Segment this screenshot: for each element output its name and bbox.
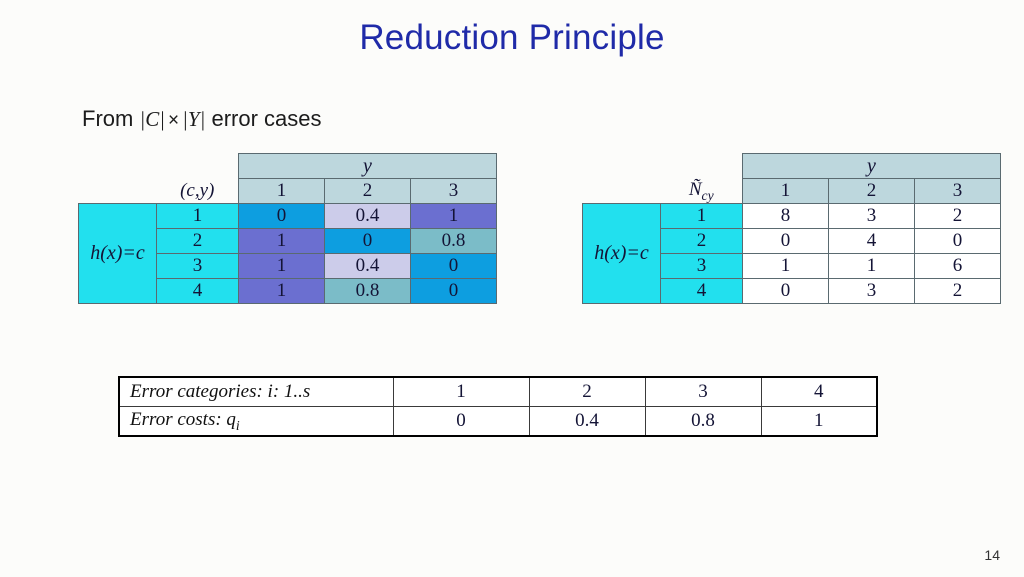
count-matrix-row-group-label: h(x)=c <box>582 203 661 305</box>
subtitle-line: From |C|×|Y| error cases <box>82 106 322 132</box>
spacer-cell <box>157 154 239 179</box>
legend-row1-label: Error categories: i: 1..s <box>118 376 394 407</box>
spacer-cell <box>79 154 157 179</box>
cost-matrix-table: y (c,y) 1 2 3 h(x)=c 1 0 0.4 1 2 1 0 0.8… <box>78 153 497 304</box>
legend-cost-3: 0.8 <box>644 406 762 437</box>
count-cell-r2c1: 0 <box>742 228 829 255</box>
cost-matrix-row-header-4: 4 <box>156 278 239 304</box>
page-number: 14 <box>984 547 1000 563</box>
table-row: h(x)=c 1 8 3 2 <box>582 203 1001 305</box>
count-matrix-row-header-2: 2 <box>660 228 743 255</box>
cost-cell-r4c2: 0.8 <box>324 278 411 304</box>
count-matrix-col-header-1: 1 <box>742 177 829 205</box>
table-row: 4 0 3 2 <box>583 278 1001 305</box>
count-matrix-column-group-label: y <box>742 153 1001 179</box>
cost-cell-r4c3: 0 <box>410 278 497 304</box>
subtitle-suffix: error cases <box>211 106 322 131</box>
spacer-cell <box>583 154 661 179</box>
table-row-group-header: y <box>79 153 497 179</box>
count-matrix-table: y Ñcy 1 2 3 h(x)=c 1 8 3 2 2 0 4 0 3 1 … <box>582 153 1001 305</box>
count-matrix-row-header-3: 3 <box>660 253 743 280</box>
cost-cell-r3c3: 0 <box>410 253 497 279</box>
subtitle-prefix: From <box>82 106 134 131</box>
spacer-cell <box>79 179 157 204</box>
cost-matrix-col-header-2: 2 <box>324 178 411 204</box>
cost-matrix-row-header-1: 1 <box>156 203 239 229</box>
count-matrix-col-header-2: 2 <box>828 177 915 205</box>
table-row: 2 0 4 0 <box>583 228 1001 255</box>
n-tilde-symbol: Ñ <box>689 179 702 201</box>
table-row-column-headers: (c,y) 1 2 3 <box>79 178 497 204</box>
legend-row-categories: Error categories: i: 1..s 1 2 3 4 <box>118 376 878 407</box>
subtitle-term-right: |Y| <box>182 107 206 131</box>
legend-category-3: 3 <box>644 376 762 407</box>
subtitle-operator: × <box>168 110 180 131</box>
cost-matrix-corner-label: (c,y) <box>180 179 215 201</box>
table-row: 4 1 0.8 0 <box>79 278 497 304</box>
legend-cost-2: 0.4 <box>528 406 646 437</box>
count-matrix-row-header-4: 4 <box>660 278 743 305</box>
count-cell-r3c3: 6 <box>914 253 1001 280</box>
table-row: 3 1 1 6 <box>583 253 1001 280</box>
error-cost-legend-table: Error categories: i: 1..s 1 2 3 4 Error … <box>118 376 878 437</box>
subtitle-term-left: |C| <box>139 107 166 131</box>
legend-row2-label-text: Error costs <box>130 408 216 430</box>
count-matrix-row-header-1: 1 <box>660 203 743 230</box>
cost-cell-r2c2: 0 <box>324 228 411 254</box>
cost-matrix-row-header-2: 2 <box>156 228 239 254</box>
legend-row-costs: Error costs: qi 0 0.4 0.8 1 <box>118 406 878 437</box>
count-cell-r3c2: 1 <box>828 253 915 280</box>
count-matrix-corner-subscript: cy <box>701 187 714 203</box>
table-row-column-headers: Ñcy 1 2 3 <box>583 177 1001 205</box>
cost-cell-r1c3: 1 <box>410 203 497 229</box>
legend-row2-label-suffix: : q <box>215 408 236 430</box>
count-matrix-corner-label: Ñcy <box>661 179 743 204</box>
count-cell-r4c2: 3 <box>828 278 915 305</box>
cost-matrix-column-group-label: y <box>238 153 497 179</box>
count-cell-r4c3: 2 <box>914 278 1001 305</box>
count-cell-r3c1: 1 <box>742 253 829 280</box>
spacer-cell <box>661 154 743 179</box>
count-cell-r1c3: 2 <box>914 203 1001 230</box>
cost-cell-r3c1: 1 <box>238 253 325 279</box>
table-row: h(x)=c 1 0 0.4 1 <box>78 203 497 304</box>
table-row-group-header: y <box>583 153 1001 179</box>
legend-row2-label: Error costs: qi <box>118 406 394 437</box>
legend-row1-label-suffix: : i: 1..s <box>256 381 311 402</box>
legend-category-4: 4 <box>760 376 878 407</box>
cost-matrix-row-header-3: 3 <box>156 253 239 279</box>
legend-row2-label-subscript: i <box>235 417 240 433</box>
count-cell-r2c3: 0 <box>914 228 1001 255</box>
legend-cost-4: 1 <box>760 406 878 437</box>
cost-matrix-col-header-1: 1 <box>238 178 325 204</box>
legend-category-2: 2 <box>528 376 646 407</box>
legend-cost-1: 0 <box>392 406 530 437</box>
count-matrix-col-header-3: 3 <box>914 177 1001 205</box>
cost-cell-r1c1: 0 <box>238 203 325 229</box>
cost-matrix-col-header-3: 3 <box>410 178 497 204</box>
legend-row1-label-text: Error categories <box>130 381 257 402</box>
count-matrix-corner-base: N <box>688 178 702 200</box>
count-cell-r2c2: 4 <box>828 228 915 255</box>
table-row: 2 1 0 0.8 <box>79 228 497 254</box>
cost-matrix-row-group-label: h(x)=c <box>78 203 157 304</box>
spacer-cell <box>583 179 661 204</box>
count-cell-r1c1: 8 <box>742 203 829 230</box>
cost-cell-r2c3: 0.8 <box>410 228 497 254</box>
legend-category-1: 1 <box>392 376 530 407</box>
page-title: Reduction Principle <box>359 18 665 57</box>
cost-cell-r2c1: 1 <box>238 228 325 254</box>
cost-cell-r1c2: 0.4 <box>324 203 411 229</box>
count-cell-r1c2: 3 <box>828 203 915 230</box>
count-cell-r4c1: 0 <box>742 278 829 305</box>
cost-cell-r4c1: 1 <box>238 278 325 304</box>
cost-cell-r3c2: 0.4 <box>324 253 411 279</box>
